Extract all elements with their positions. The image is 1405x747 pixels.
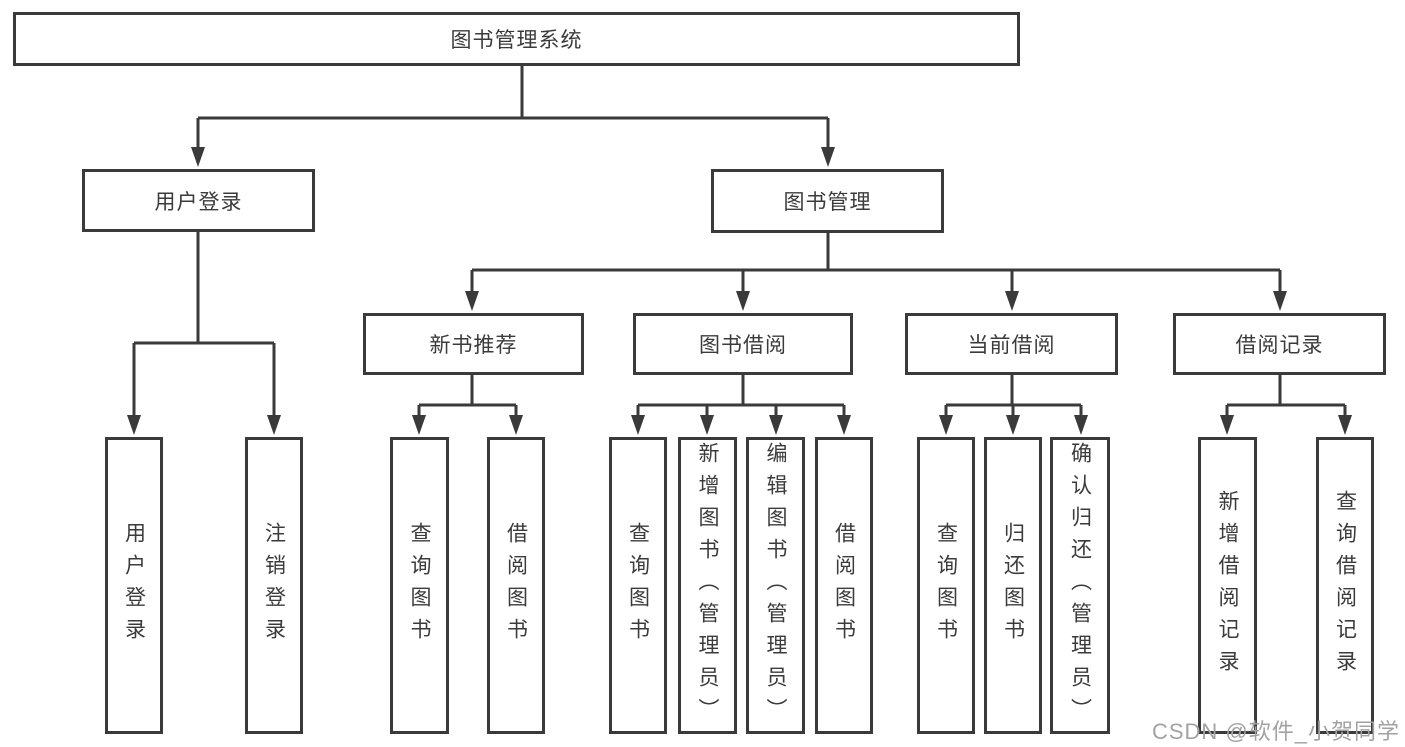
arrow-to-user-login <box>191 147 205 167</box>
leaf-borrow-edit-books-admin: 编辑图书（管理员） <box>746 437 805 734</box>
node-label: 用户登录 <box>154 190 243 214</box>
arrow-to-new-book <box>465 291 479 311</box>
node-label: 当前借阅 <box>967 334 1056 357</box>
node-current-borrow: 当前借阅 <box>905 313 1118 375</box>
leaf-records-query-borrow-record: 查询借阅记录 <box>1316 437 1374 734</box>
node-root-library-system: 图书管理系统 <box>13 12 1020 66</box>
leaf-label: 确认归还（管理员） <box>1068 441 1092 730</box>
leaf-user-login: 用户登录 <box>105 437 163 734</box>
leaf-label: 编辑图书（管理员） <box>764 441 787 730</box>
arrow-to-current-borrow <box>1005 291 1019 311</box>
leaf-label: 查询图书 <box>408 521 431 650</box>
leaf-label: 借阅图书 <box>832 521 856 650</box>
leaf-label: 查询图书 <box>934 521 958 650</box>
leaf-label: 新增图书（管理员） <box>696 441 719 730</box>
node-label: 借阅记录 <box>1235 334 1324 357</box>
node-label: 新书推荐 <box>429 334 518 357</box>
node-label: 图书管理系统 <box>450 29 583 52</box>
arrow-to-book-borrow <box>736 291 750 311</box>
node-new-book-recommend: 新书推荐 <box>363 313 584 375</box>
leaf-label: 注销登录 <box>262 521 286 650</box>
leaf-label: 用户登录 <box>122 521 146 650</box>
node-book-management: 图书管理 <box>711 169 944 233</box>
node-user-login: 用户登录 <box>82 169 315 232</box>
leaf-records-add-borrow-record: 新增借阅记录 <box>1198 437 1257 734</box>
arrow-to-borrow-records <box>1273 291 1287 311</box>
leaf-borrow-add-books-admin: 新增图书（管理员） <box>678 437 737 734</box>
csdn-watermark: CSDN @软件_小贺同学 <box>1151 719 1400 744</box>
leaf-borrow-query-books: 查询图书 <box>609 437 667 734</box>
leaf-current-return-books: 归还图书 <box>984 437 1042 734</box>
leaf-recommend-query-books: 查询图书 <box>390 437 449 734</box>
leaf-label: 归还图书 <box>1001 521 1025 650</box>
leaf-recommend-borrow-books: 借阅图书 <box>487 437 545 734</box>
leaf-label: 新增借阅记录 <box>1216 489 1239 682</box>
leaf-label: 借阅图书 <box>504 521 528 650</box>
leaf-logout: 注销登录 <box>245 437 303 734</box>
node-book-borrow: 图书借阅 <box>633 313 853 375</box>
leaf-label: 查询图书 <box>626 521 650 650</box>
leaf-current-query-books: 查询图书 <box>917 437 975 734</box>
leaf-borrow-borrow-books: 借阅图书 <box>815 437 873 734</box>
node-borrow-records: 借阅记录 <box>1173 313 1386 375</box>
arrow-to-book-mgmt <box>821 147 835 167</box>
node-label: 图书借阅 <box>699 334 787 357</box>
node-label: 图书管理 <box>783 191 872 214</box>
leaf-current-confirm-return-admin: 确认归还（管理员） <box>1050 437 1110 734</box>
leaf-label: 查询借阅记录 <box>1333 489 1357 682</box>
